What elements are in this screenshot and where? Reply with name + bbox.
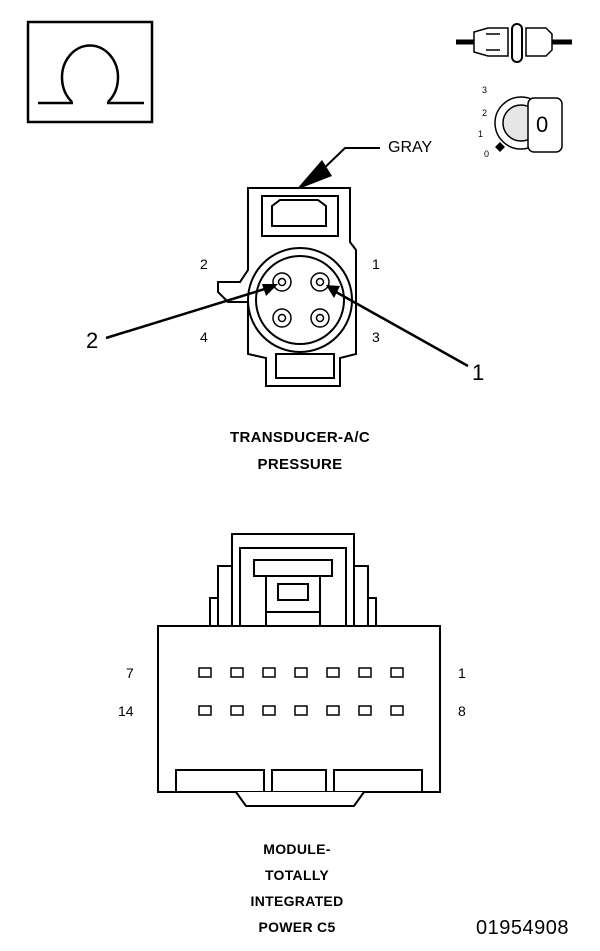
cavity-label-3: 3 <box>372 329 380 345</box>
cavity-4 <box>272 308 292 328</box>
ignition-key-label: 0 <box>536 112 549 137</box>
pin-label-1: 1 <box>458 665 466 681</box>
tipm-c5-connector <box>157 533 441 807</box>
figure-id: 01954908 <box>476 917 569 939</box>
wire-color-leader <box>296 147 380 190</box>
ignition-switch-icon <box>494 96 563 153</box>
ignition-position-0: 0 <box>484 149 490 159</box>
wire-color-label: GRAY <box>388 139 433 156</box>
cavity-2 <box>272 272 292 292</box>
tipm-cavities <box>198 667 404 716</box>
pin-label-7: 7 <box>126 665 134 681</box>
cavity-1 <box>310 272 330 292</box>
pin-label-8: 8 <box>458 703 466 719</box>
cavity-label-4: 4 <box>200 329 208 345</box>
callout-1: 1 <box>472 360 485 385</box>
disconnected-connector-icon <box>456 23 572 63</box>
ignition-position-3: 3 <box>482 85 488 95</box>
transducer-title-line2: PRESSURE <box>257 456 343 473</box>
cavity-label-1: 1 <box>372 256 380 272</box>
module-title-line3: INTEGRATED <box>250 893 344 909</box>
cavity-label-2: 2 <box>200 256 208 272</box>
module-title-line1: MODULE- <box>263 841 331 857</box>
pin-label-14: 14 <box>118 703 134 719</box>
module-title-line4: POWER C5 <box>258 919 336 935</box>
cavity-3 <box>310 308 330 328</box>
callout-leaders <box>105 284 469 368</box>
transducer-connector <box>217 187 357 387</box>
ohm-meter-icon <box>26 20 154 124</box>
module-title-line2: TOTALLY <box>264 867 330 883</box>
ignition-position-2: 2 <box>482 108 488 118</box>
transducer-title-line1: TRANSDUCER-A/C <box>229 429 371 446</box>
callout-2: 2 <box>86 328 99 353</box>
ignition-position-1: 1 <box>478 129 484 139</box>
